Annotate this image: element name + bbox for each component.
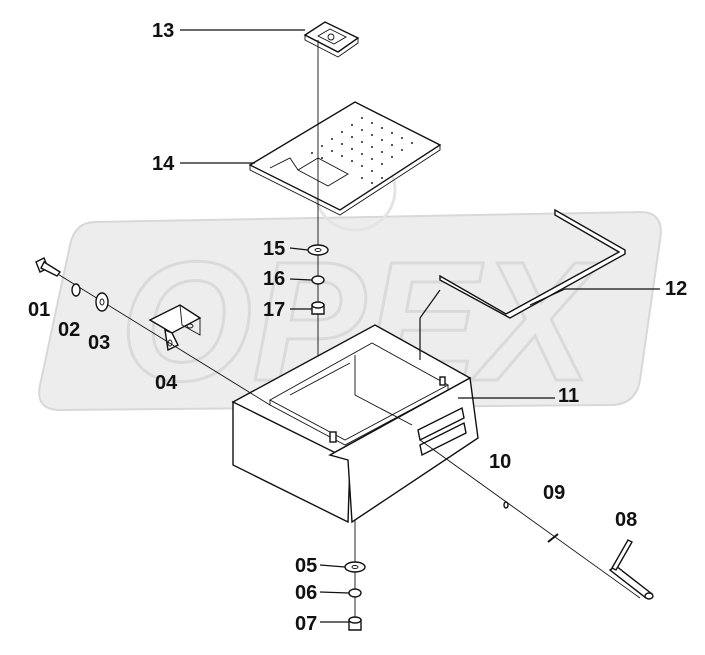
callout-07: 07 (295, 613, 317, 635)
callout-09: 09 (543, 482, 565, 504)
leader-lines (180, 29, 660, 623)
callout-11: 11 (558, 385, 579, 407)
part-03-washer (95, 292, 109, 312)
part-11-box-body (231, 324, 479, 524)
part-10-pin (503, 501, 509, 509)
part-14-cover-plate (248, 101, 442, 216)
callout-05: 05 (295, 555, 317, 577)
callout-12: 12 (665, 278, 687, 300)
callout-14: 14 (152, 153, 175, 175)
callout-02: 02 (58, 319, 80, 341)
left-fastener-axis (47, 267, 271, 406)
callout-16: 16 (263, 268, 285, 290)
part-04-bracket (148, 304, 202, 352)
callout-04: 04 (155, 372, 178, 394)
part-07-nut (348, 616, 362, 631)
callout-10: 10 (489, 451, 511, 473)
part-13-latch (303, 21, 360, 58)
part-15-washer (307, 244, 329, 256)
part-17-nut (311, 301, 325, 315)
part-05-washer (344, 561, 366, 573)
part-01-bolt (35, 257, 62, 277)
callout-03: 03 (88, 332, 110, 354)
part-12-u-rod (439, 208, 626, 319)
part-02-lock-washer (71, 283, 81, 297)
callout-17: 17 (263, 299, 285, 321)
callout-15: 15 (263, 238, 285, 260)
callout-13: 13 (152, 20, 174, 42)
right-fastener-axis (419, 439, 641, 599)
part-08-handle (608, 539, 654, 600)
callout-08: 08 (615, 509, 637, 531)
part-06-lock-washer (348, 588, 362, 598)
callout-01: 01 (28, 299, 50, 321)
part-16-lock-washer (311, 275, 325, 285)
part-09-cotter (547, 533, 559, 543)
perforation-dots (311, 117, 413, 184)
callout-06: 06 (295, 582, 317, 604)
